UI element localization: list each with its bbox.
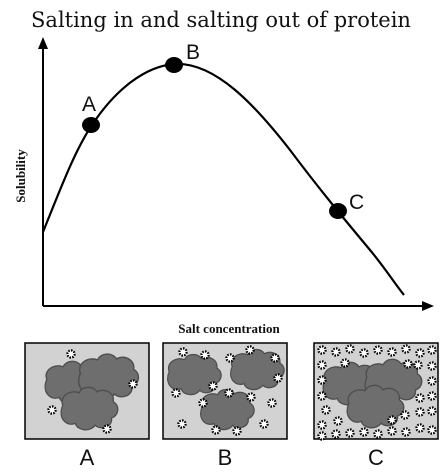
- salt-ion-icon: [171, 388, 181, 398]
- salt-ion-icon: [427, 345, 437, 355]
- salt-ion-icon: [345, 428, 355, 438]
- salt-ion-icon: [373, 345, 383, 355]
- salt-ion-icon: [373, 429, 383, 439]
- salt-ion-icon: [224, 388, 234, 398]
- y-axis-label: Solubility: [13, 149, 28, 203]
- salt-ion-icon: [359, 348, 369, 358]
- salt-ion-icon: [401, 344, 411, 354]
- panel-label-c: C: [368, 445, 384, 470]
- salt-ion-icon: [427, 376, 437, 386]
- salt-ion-icon: [208, 381, 218, 391]
- salt-ion-icon: [232, 426, 242, 436]
- panel-b: [162, 342, 288, 440]
- salt-ion-icon: [415, 393, 425, 403]
- salt-ion-icon: [345, 344, 355, 354]
- salt-ion-icon: [333, 416, 343, 426]
- curve-point-a: [82, 117, 100, 133]
- salt-ion-icon: [177, 419, 187, 429]
- curve-point-label-a: A: [82, 93, 96, 116]
- salt-ion-icon: [225, 353, 235, 363]
- axes: [38, 37, 434, 311]
- salt-ion-icon: [387, 426, 397, 436]
- solubility-curve: [41, 62, 405, 296]
- salt-ion-icon: [259, 419, 269, 429]
- panel-c: [313, 342, 439, 441]
- salt-ion-icon: [427, 406, 437, 416]
- salt-ion-icon: [331, 429, 341, 439]
- salt-ion-icon: [66, 349, 76, 359]
- panel-label-a: A: [80, 445, 95, 470]
- salt-ion-icon: [317, 391, 327, 401]
- salt-ion-icon: [317, 360, 327, 370]
- salt-ion-icon: [317, 420, 327, 430]
- salt-ion-icon: [340, 358, 350, 368]
- curve-point-b: [165, 57, 183, 73]
- y-axis-arrow-icon: [38, 37, 48, 49]
- salt-ion-icon: [245, 345, 255, 355]
- panel-label-b: B: [218, 445, 233, 470]
- salt-ion-icon: [427, 425, 437, 435]
- salt-ion-icon: [413, 360, 423, 370]
- salt-ion-icon: [415, 348, 425, 358]
- salt-ion-icon: [415, 407, 425, 417]
- x-axis-arrow-icon: [422, 301, 434, 311]
- diagram-title: Salting in and salting out of protein: [31, 8, 411, 32]
- salt-ion-icon: [359, 427, 369, 437]
- salt-ion-icon: [317, 431, 327, 441]
- salt-ion-icon: [415, 423, 425, 433]
- salt-ion-icon: [102, 424, 112, 434]
- salt-ion-icon: [387, 415, 397, 425]
- salt-ion-icon: [200, 350, 210, 360]
- salt-ion-icon: [198, 398, 208, 408]
- protein-cluster-icon: [60, 386, 119, 431]
- salt-ion-icon: [267, 398, 277, 408]
- salt-ion-icon: [317, 345, 327, 355]
- salt-ion-icon: [317, 375, 327, 385]
- salt-ion-icon: [211, 425, 221, 435]
- salt-ion-icon: [128, 379, 138, 389]
- x-axis-label: Salt concentration: [178, 321, 280, 336]
- salt-ion-icon: [178, 347, 188, 357]
- salt-ion-icon: [47, 405, 57, 415]
- salt-ion-icon: [403, 359, 413, 369]
- panel-a: [24, 342, 150, 440]
- curve-point-c: [329, 203, 347, 219]
- curve-point-label-c: C: [349, 191, 364, 214]
- salt-ion-icon: [400, 410, 410, 420]
- curve-point-label-b: B: [186, 41, 200, 64]
- salt-ion-icon: [401, 427, 411, 437]
- salt-ion-icon: [321, 405, 331, 415]
- salt-ion-icon: [427, 391, 437, 401]
- salt-ion-icon: [273, 373, 283, 383]
- salt-ion-icon: [331, 347, 341, 357]
- salt-ion-icon: [427, 361, 437, 371]
- salt-ion-icon: [270, 353, 280, 363]
- salt-ion-icon: [246, 392, 256, 402]
- salt-ion-icon: [387, 347, 397, 357]
